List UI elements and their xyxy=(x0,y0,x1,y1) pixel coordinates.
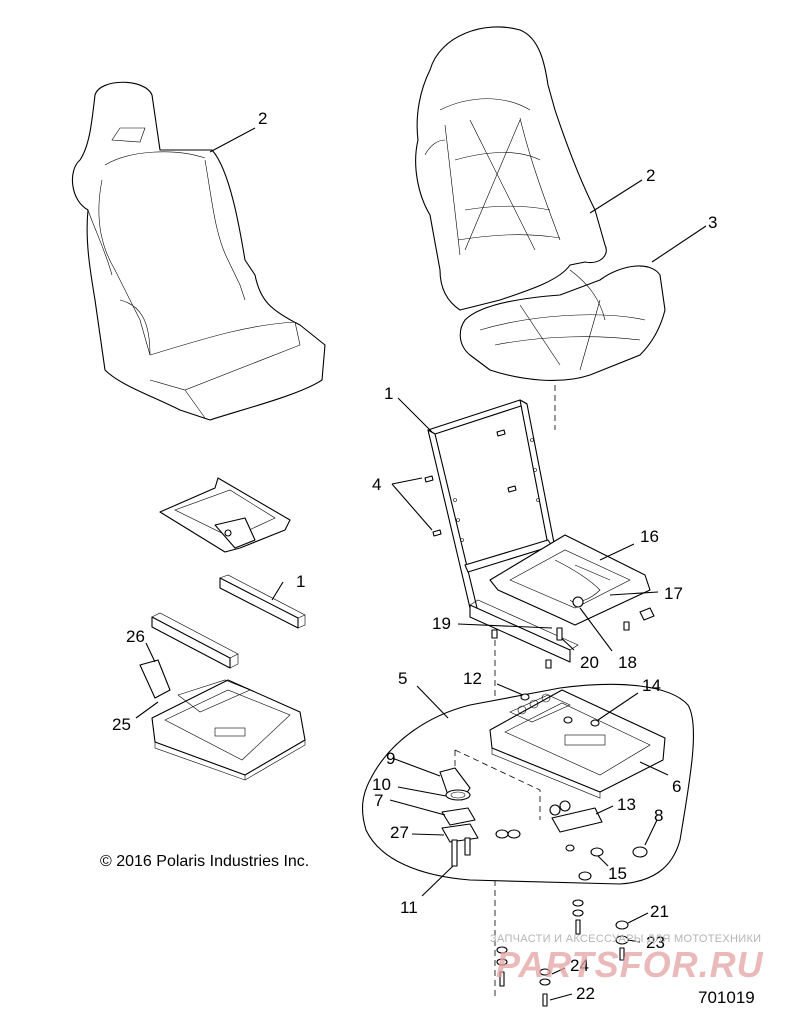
callout-15: 15 xyxy=(608,864,627,883)
right-seat-assembly xyxy=(415,26,666,381)
callout-6: 6 xyxy=(672,777,681,796)
callout-2-right-seat: 2 xyxy=(646,166,655,185)
callout-10: 10 xyxy=(372,775,391,794)
callout-9: 9 xyxy=(386,749,395,768)
callout-23: 23 xyxy=(646,933,665,952)
bracket-13 xyxy=(549,800,603,833)
callout-24: 24 xyxy=(570,956,589,975)
left-seat-shell xyxy=(71,81,326,421)
bolts-4 xyxy=(424,429,517,537)
callout-27: 27 xyxy=(390,823,409,842)
callout-26: 26 xyxy=(126,627,145,646)
callout-13: 13 xyxy=(617,795,636,814)
bolts-12-14 xyxy=(495,693,600,881)
callout-11: 11 xyxy=(400,898,418,917)
drawing-number: 701019 xyxy=(698,988,755,1007)
callout-3: 3 xyxy=(708,213,717,232)
callout-19: 19 xyxy=(432,614,451,633)
callout-8: 8 xyxy=(654,806,663,825)
left-strap-26 xyxy=(139,659,171,699)
callout-1-frame: 1 xyxy=(384,384,393,403)
slide-base-6 xyxy=(489,689,666,799)
left-seat-base xyxy=(151,679,306,781)
seat-slide-plate-16 xyxy=(489,534,651,626)
callout-16: 16 xyxy=(640,527,659,546)
watermark-logo-text: PARTSFOR.RU xyxy=(496,944,764,985)
bottom-hardware-21-24 xyxy=(496,899,629,1007)
center-seat-frame xyxy=(427,399,579,663)
callout-22: 22 xyxy=(576,984,595,1003)
callout-14: 14 xyxy=(642,676,661,695)
callout-25: 25 xyxy=(112,715,131,734)
callout-18: 18 xyxy=(618,653,637,672)
left-frame-tube-1 xyxy=(219,574,306,629)
callout-2-left-seat: 2 xyxy=(258,109,267,128)
left-seat-mount-plate xyxy=(159,477,291,553)
nut-15 xyxy=(590,847,604,857)
bolt-11 xyxy=(451,837,471,867)
callout-21: 21 xyxy=(650,902,669,921)
plate-7 xyxy=(441,807,476,826)
callout-1-tube: 1 xyxy=(296,572,305,591)
callout-5: 5 xyxy=(398,669,407,688)
callout-17: 17 xyxy=(664,584,683,603)
callout-4: 4 xyxy=(372,475,381,494)
callout-20: 20 xyxy=(580,653,599,672)
copyright-notice: © 2016 Polaris Industries Inc. xyxy=(100,853,310,870)
watermark-tagline: ЗАПЧАСТИ И АКСЕССУАРЫ ДЛЯ МОТОТЕХНИКИ xyxy=(490,933,762,945)
spring-10 xyxy=(445,789,471,801)
callout-7: 7 xyxy=(374,791,383,810)
nut-8 xyxy=(632,846,648,858)
callout-12: 12 xyxy=(463,669,482,688)
left-frame-tube-2 xyxy=(151,612,239,669)
